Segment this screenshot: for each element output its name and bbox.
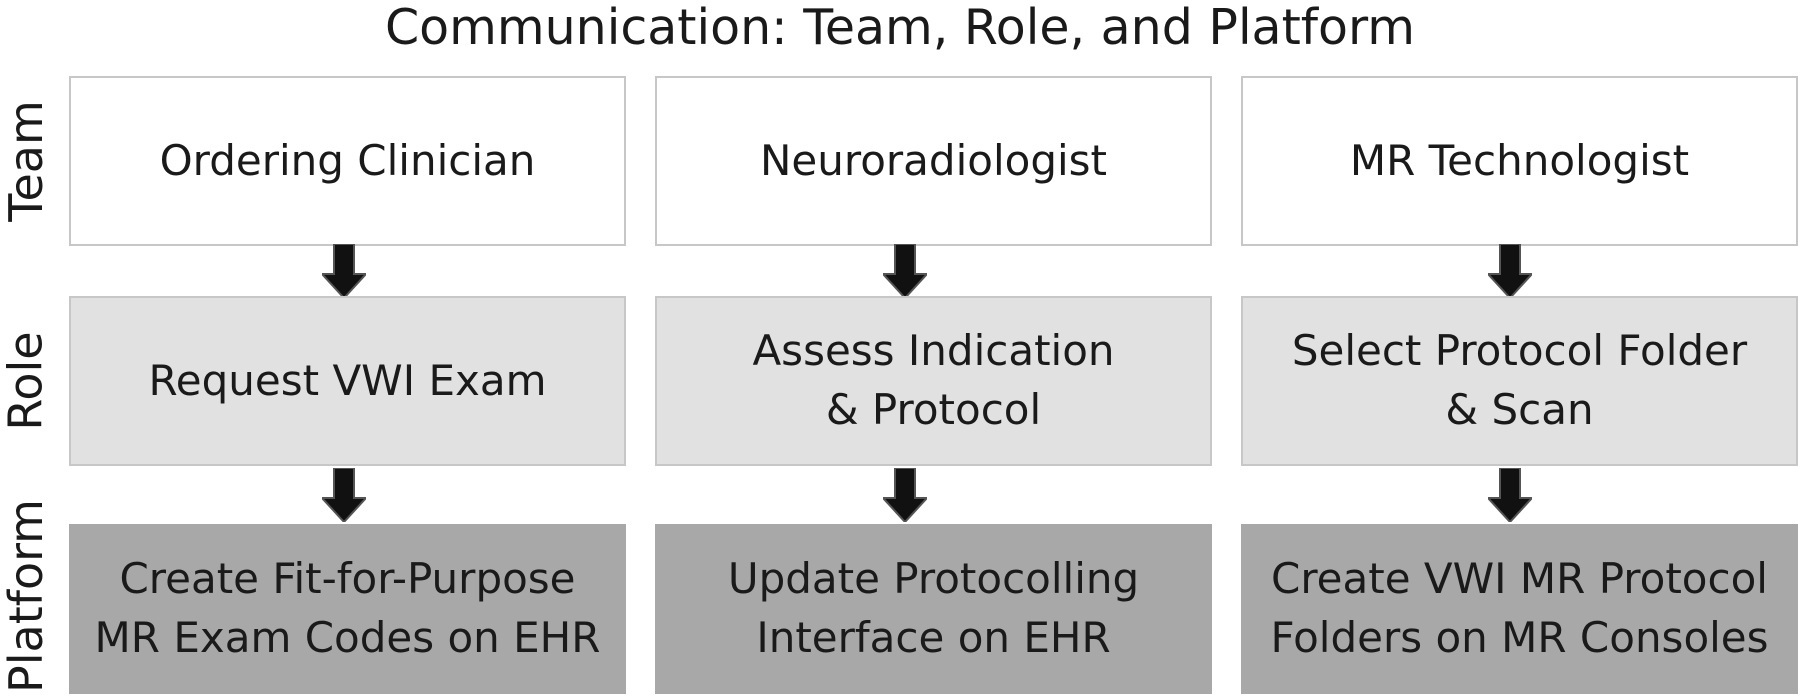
platform-box-protocol-folders: Create VWI MR Protocol Folders on MR Con… — [1241, 524, 1798, 694]
down-arrow-icon — [883, 468, 927, 522]
row-label-platform-text: Platform — [0, 499, 53, 693]
down-arrow-icon — [322, 468, 366, 522]
row-label-team: Team — [0, 76, 53, 246]
team-box-ordering-clinician: Ordering Clinician — [69, 76, 626, 246]
role-box-select-protocol-folder: Select Protocol Folder & Scan — [1241, 296, 1798, 466]
platform-box-exam-codes: Create Fit-for-Purpose MR Exam Codes on … — [69, 524, 626, 694]
row-label-team-text: Team — [0, 100, 53, 222]
row-label-platform: Platform — [0, 496, 53, 696]
diagram-title: Communication: Team, Role, and Platform — [384, 0, 1416, 56]
row-label-role: Role — [0, 296, 53, 466]
down-arrow-icon — [322, 244, 366, 298]
role-box-assess-indication: Assess Indication & Protocol — [655, 296, 1212, 466]
role-box-request-vwi-exam: Request VWI Exam — [69, 296, 626, 466]
team-box-mr-technologist: MR Technologist — [1241, 76, 1798, 246]
down-arrow-icon — [1488, 244, 1532, 298]
platform-box-protocolling-interface: Update Protocolling Interface on EHR — [655, 524, 1212, 694]
down-arrow-icon — [883, 244, 927, 298]
team-box-neuroradiologist: Neuroradiologist — [655, 76, 1212, 246]
down-arrow-icon — [1488, 468, 1532, 522]
row-label-role-text: Role — [0, 331, 53, 431]
